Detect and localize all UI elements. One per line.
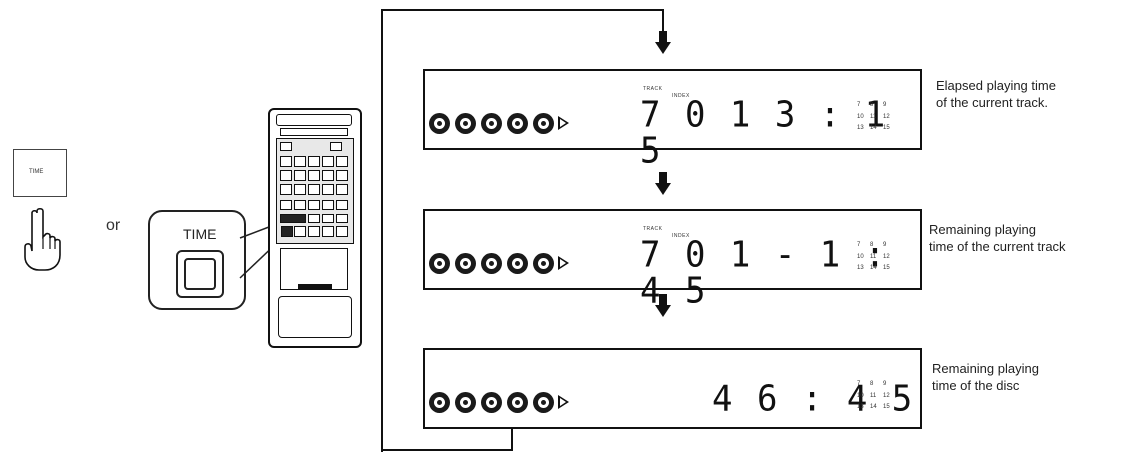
- remote-button[interactable]: [280, 184, 292, 195]
- remote-button[interactable]: [280, 170, 292, 181]
- track-label: TRACK: [643, 226, 663, 232]
- indicator-grid: 7 8 9 10 11 12 13 14 15: [857, 242, 890, 271]
- remote-button[interactable]: [322, 170, 334, 181]
- remote-time-callout[interactable]: TIME: [148, 210, 246, 310]
- remote-button[interactable]: [336, 156, 348, 167]
- remote-button[interactable]: [294, 156, 306, 167]
- caption-line: Remaining playing: [932, 361, 1039, 376]
- loop-line-down: [662, 9, 664, 31]
- disc-icon: [507, 392, 528, 413]
- disc-icon: [533, 113, 554, 134]
- play-icon: [558, 395, 569, 409]
- indicator-grid: 7 8 9 10 11 12 13 14 15: [857, 102, 890, 131]
- time-display: 7 0 1 3 : 1 5: [640, 94, 888, 172]
- disc-icon: [507, 113, 528, 134]
- remote-button[interactable]: [294, 200, 306, 210]
- caption-remaining-track: Remaining playing time of the current tr…: [929, 221, 1066, 255]
- disc-icon: [507, 253, 528, 274]
- down-arrow-icon: [655, 31, 671, 55]
- caption-line: time of the current track: [929, 239, 1066, 254]
- disc-icon: [533, 253, 554, 274]
- remote-button[interactable]: [322, 200, 334, 210]
- remote-bottom-strip: [278, 296, 352, 338]
- remote-time-button[interactable]: [176, 250, 224, 298]
- remote-button[interactable]: [330, 142, 342, 151]
- play-icon: [558, 116, 569, 130]
- remote-button[interactable]: [308, 156, 320, 167]
- remote-lower-panel: [280, 248, 348, 290]
- remote-button[interactable]: [308, 170, 320, 181]
- remote-button[interactable]: [308, 226, 320, 237]
- remote-button[interactable]: [336, 200, 348, 210]
- or-label: or: [106, 217, 121, 234]
- pointing-hand-icon: [24, 207, 61, 271]
- display-panel-remaining-track: TRACK INDEX 7 0 1 - 1 : 4 5 7 8 9 10 11 …: [423, 209, 922, 309]
- remote-button[interactable]: [336, 214, 348, 223]
- remote-time-callout-label: TIME: [183, 226, 217, 242]
- time-display: 7 0 1 - 1 : 4 5: [640, 234, 888, 312]
- caption-line: time of the disc: [932, 378, 1020, 393]
- disc-icon: [429, 392, 450, 413]
- caption-line: of the current track.: [936, 95, 1048, 110]
- remote-button[interactable]: [308, 184, 320, 195]
- remote-button[interactable]: [294, 170, 306, 181]
- caption-remaining-disc: Remaining playing time of the disc: [932, 360, 1039, 394]
- remote-time-button-small[interactable]: [281, 226, 293, 237]
- remote-top-strip: [276, 114, 352, 126]
- caption-elapsed-track: Elapsed playing time of the current trac…: [936, 77, 1056, 111]
- remote-button[interactable]: [294, 184, 306, 195]
- caption-line: Remaining playing: [929, 222, 1036, 237]
- disc-icon: [481, 253, 502, 274]
- index-label: INDEX: [672, 93, 690, 99]
- remote-button[interactable]: [322, 214, 334, 223]
- track-label: TRACK: [643, 86, 663, 92]
- loop-line-bottom: [381, 449, 513, 451]
- remote-brand: [298, 284, 332, 289]
- time-button-box[interactable]: TIME: [13, 149, 67, 197]
- loop-line-top: [381, 9, 664, 11]
- remote-button[interactable]: [336, 226, 348, 237]
- disc-icon: [533, 392, 554, 413]
- remote-button[interactable]: [322, 226, 334, 237]
- remote-button[interactable]: [308, 200, 320, 210]
- remote-button[interactable]: [322, 156, 334, 167]
- down-arrow-icon: [655, 294, 671, 318]
- remote-button[interactable]: [336, 170, 348, 181]
- down-arrow-icon: [655, 172, 671, 196]
- disc-icon: [481, 392, 502, 413]
- remote-button[interactable]: [308, 214, 320, 223]
- disc-icon: [455, 113, 476, 134]
- time-display: 4 6 : 4 5: [712, 378, 915, 420]
- remote-button[interactable]: [280, 142, 292, 151]
- remote-button[interactable]: [336, 184, 348, 195]
- loop-line-left: [381, 9, 383, 452]
- disc-icon: [481, 113, 502, 134]
- disc-icon: [455, 392, 476, 413]
- remote-button[interactable]: [322, 184, 334, 195]
- disc-icon: [455, 253, 476, 274]
- remote-button[interactable]: [294, 226, 306, 237]
- indicator-grid: 7 8 9 10 11 12 13 14 15: [857, 381, 890, 410]
- play-icon: [558, 256, 569, 270]
- caption-line: Elapsed playing time: [936, 78, 1056, 93]
- display-panel-remaining-disc: 4 6 : 4 5 7 8 9 10 11 12 13 14 15: [423, 348, 922, 429]
- remote-button[interactable]: [280, 200, 292, 210]
- remote-button[interactable]: [280, 214, 306, 223]
- disc-icon: [429, 253, 450, 274]
- remote-time-button-inner: [184, 258, 216, 290]
- loop-line-up: [511, 425, 513, 451]
- display-panel-elapsed-track: TRACK INDEX 7 0 1 3 : 1 5 7 8 9 10 11 12…: [423, 69, 922, 169]
- time-button-label: TIME: [29, 169, 44, 175]
- remote-button[interactable]: [280, 156, 292, 167]
- remote-top-strip-2: [280, 128, 348, 136]
- disc-icon: [429, 113, 450, 134]
- index-label: INDEX: [672, 233, 690, 239]
